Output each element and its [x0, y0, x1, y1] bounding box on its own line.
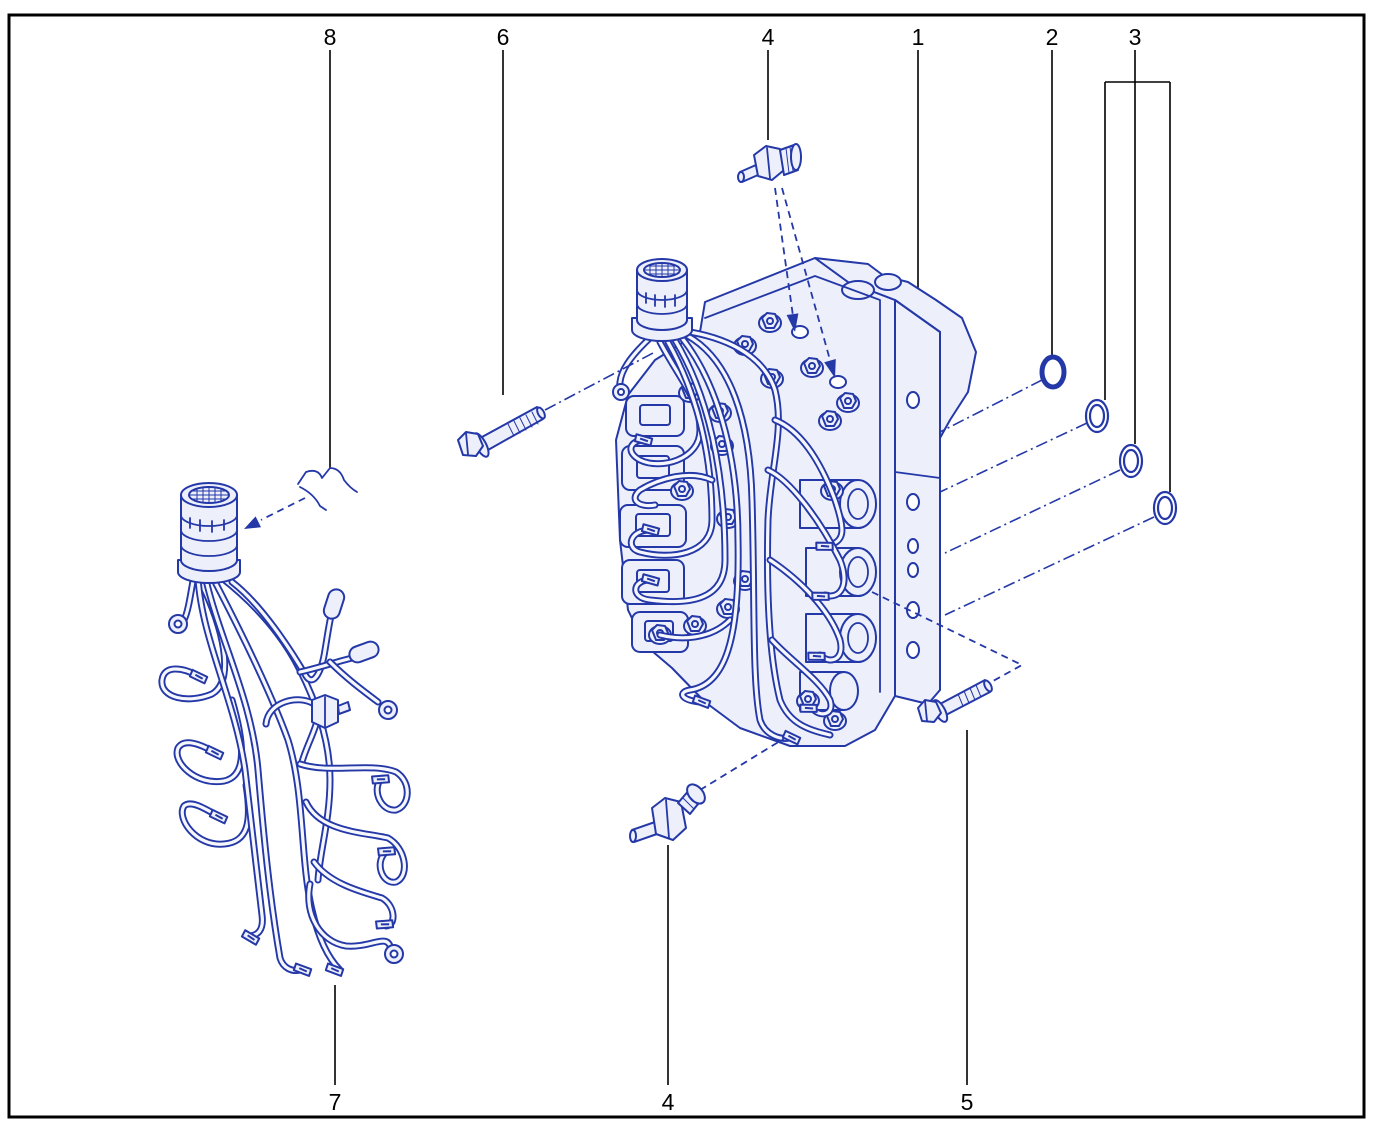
- valve-body: [612, 257, 977, 747]
- bolt-head: [818, 410, 842, 431]
- spade-terminal: [324, 962, 345, 978]
- plate-hole: [907, 562, 919, 578]
- callout-2: 2: [1046, 24, 1059, 50]
- o-ring-alignment-line: [939, 422, 1088, 493]
- spade-terminal: [204, 744, 226, 761]
- o-rings: [939, 354, 1178, 616]
- pressure-sensor-bottom: [629, 737, 786, 843]
- o-ring-inner: [1088, 403, 1106, 429]
- leader-3: [1104, 50, 1171, 492]
- callout-5: 5: [961, 1089, 974, 1115]
- o-ring-alignment-line: [944, 516, 1155, 616]
- sensor-port: [829, 375, 847, 389]
- spade-terminal: [208, 808, 230, 825]
- bolt-head: [836, 392, 860, 413]
- plate-seam: [894, 471, 941, 479]
- o-ring-inner: [1156, 495, 1174, 521]
- spade-connector-boot: [348, 640, 380, 664]
- plate-hole: [906, 641, 920, 659]
- pressure-sensor-top: [737, 143, 802, 183]
- bolt-head: [670, 480, 694, 501]
- o-ring-inner: [1122, 448, 1140, 474]
- harness-wires: [162, 575, 407, 971]
- valve-body-terminals: [612, 383, 835, 746]
- spade-connector-boot: [322, 588, 346, 620]
- ring-terminal-hole: [389, 949, 399, 959]
- o-ring: [1084, 398, 1110, 434]
- bolt-6: [457, 351, 656, 458]
- plate-holes: [906, 391, 920, 659]
- wire-core: [196, 576, 264, 938]
- callout-4-top: 4: [762, 24, 775, 50]
- callout-1: 1: [912, 24, 925, 50]
- bolt-head: [758, 312, 782, 333]
- spade-terminal: [374, 916, 396, 933]
- spade-terminal: [292, 962, 313, 978]
- harness-terminals: [168, 588, 404, 978]
- ring-terminal-hole: [173, 619, 183, 629]
- ring-terminal-hole: [617, 388, 625, 396]
- sensor-install-arrows: [774, 187, 836, 378]
- bolt-head: [800, 357, 824, 378]
- ring-terminal-hole: [383, 705, 393, 715]
- callout-7: 7: [329, 1089, 342, 1115]
- sensor-port: [791, 325, 809, 339]
- body-edge: [704, 275, 881, 693]
- clip-arrowhead: [244, 516, 261, 529]
- bolt-5: [871, 591, 1024, 723]
- diagram-frame: [7, 13, 1366, 1119]
- callout-4-bottom: 4: [662, 1089, 675, 1115]
- plate-hole: [907, 538, 919, 554]
- callout-labels: 8 6 4 1 2 3 7 4 5: [324, 24, 1142, 1115]
- o-ring: [1152, 490, 1178, 526]
- valve-body-connector: [631, 258, 693, 342]
- sensor-alignment-line: [699, 737, 786, 791]
- callout-8: 8: [324, 24, 337, 50]
- harness-switch: [311, 694, 351, 729]
- o-ring-alignment-line: [939, 379, 1043, 433]
- solenoid: [805, 547, 877, 597]
- plate-hole: [906, 391, 920, 409]
- retaining-clip: [244, 467, 358, 529]
- o-ring-large: [1039, 354, 1067, 390]
- solenoid-module: [625, 395, 685, 437]
- clip-install-arrow: [260, 497, 306, 521]
- wiring-harness: [162, 482, 407, 978]
- callout-6: 6: [497, 24, 510, 50]
- plate-hole: [906, 493, 920, 511]
- harness-connector: [177, 482, 241, 584]
- o-ring-alignment-line: [944, 469, 1121, 554]
- rear-cover-boss: [874, 273, 902, 291]
- leader-lines: [329, 50, 1171, 1085]
- callout-3: 3: [1129, 24, 1142, 50]
- wire-core: [328, 660, 380, 704]
- o-ring: [1118, 443, 1144, 479]
- spade-terminal: [188, 668, 210, 685]
